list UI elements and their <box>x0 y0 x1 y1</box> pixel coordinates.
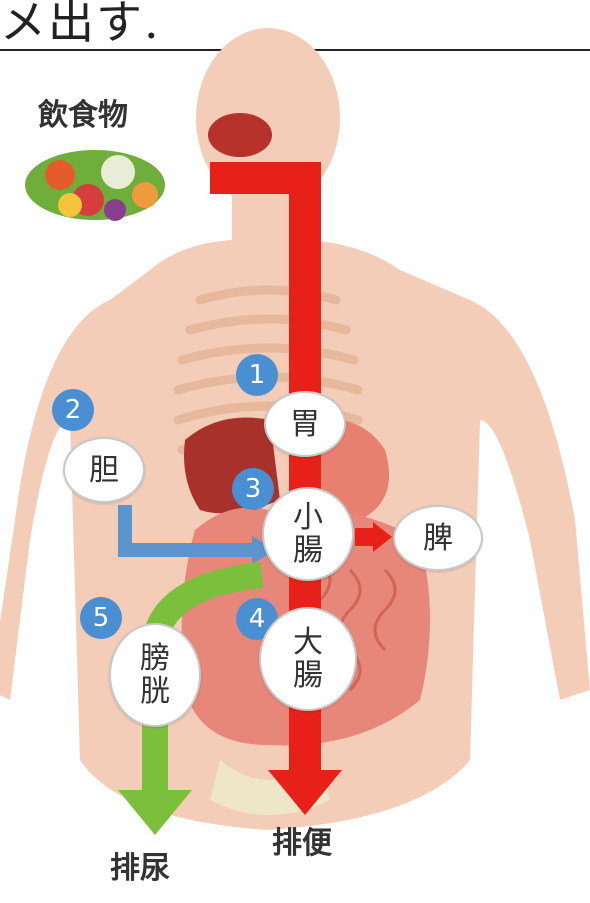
step-badge-1: 1 <box>236 354 278 396</box>
spleen-label: 脾 <box>423 522 453 555</box>
large-intestine-node: 大 腸 <box>259 607 357 711</box>
stool-label: 排便 <box>272 818 332 862</box>
small-intestine-label: 小 腸 <box>293 501 323 567</box>
bladder-node: 膀 胱 <box>109 623 201 727</box>
gallbladder-node: 胆 <box>63 437 145 503</box>
food-label: 飲食物 <box>38 90 128 134</box>
food-illustration <box>25 150 165 221</box>
small-intestine-node: 小 腸 <box>262 487 354 581</box>
gallbladder-label: 胆 <box>89 454 119 487</box>
step-badge-5: 5 <box>80 597 122 639</box>
step-badge-3: 3 <box>232 468 274 510</box>
stomach-node: 胃 <box>264 391 346 457</box>
header-text: メ出す. <box>0 0 161 52</box>
bladder-label: 膀 胱 <box>140 642 170 708</box>
urine-label: 排尿 <box>110 843 170 887</box>
mouth-organ <box>208 113 272 157</box>
large-intestine-label: 大 腸 <box>293 626 323 692</box>
spleen-node: 脾 <box>393 505 483 571</box>
step-badge-2: 2 <box>52 389 94 431</box>
stomach-label: 胃 <box>290 408 320 441</box>
